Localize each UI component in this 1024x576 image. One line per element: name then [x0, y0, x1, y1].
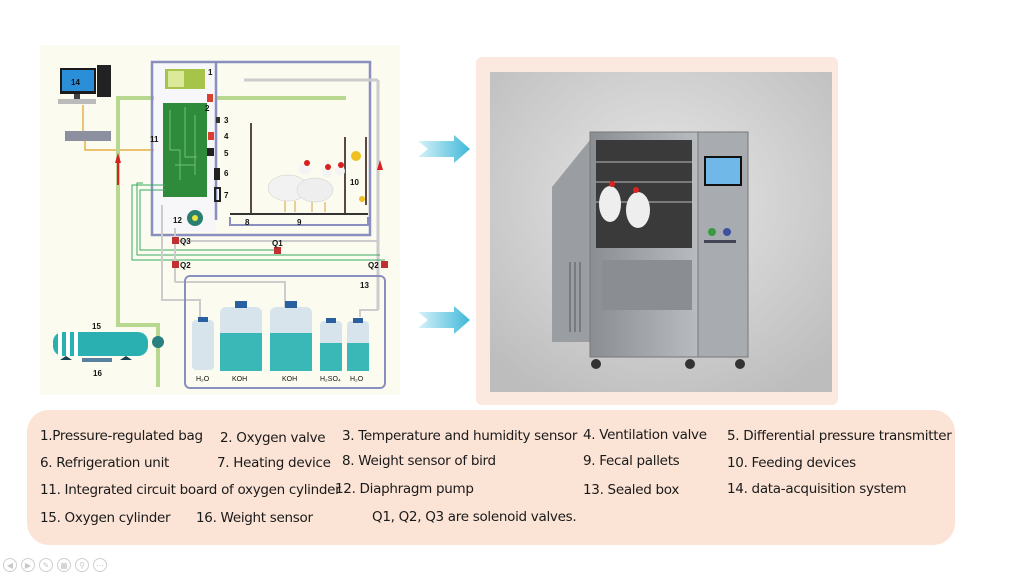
label-q3: Q3 — [180, 237, 191, 246]
zoom-icon[interactable]: ⚲ — [75, 558, 89, 572]
slideshow-toolbar: ◀ ▶ ✎ ▦ ⚲ ⋯ — [3, 558, 107, 574]
label-3: 3 — [224, 116, 229, 125]
label-10: 10 — [350, 178, 359, 187]
chickens-icon — [267, 160, 345, 212]
more-icon[interactable]: ⋯ — [93, 558, 107, 572]
legend-item: 2. Oxygen valve — [220, 430, 326, 446]
legend-item: 3. Temperature and humidity sensor — [342, 428, 578, 444]
label-16: 16 — [93, 369, 102, 378]
slides-icon[interactable]: ▦ — [57, 558, 71, 572]
bottles-icon — [192, 301, 369, 371]
legend-item: 12. Diaphragm pump — [335, 481, 474, 497]
legend-item: 9. Fecal pallets — [583, 453, 680, 469]
legend-item: Q1, Q2, Q3 are solenoid valves. — [372, 509, 577, 525]
weight-sensor-icon — [82, 358, 112, 362]
legend-item: 10. Feeding devices — [727, 455, 856, 471]
label-q2-left: Q2 — [180, 261, 191, 270]
legend-item: 8. Weight sensor of bird — [342, 453, 496, 469]
legend-item: 11. Integrated circuit board of oxygen c… — [40, 482, 341, 498]
label-7: 7 — [224, 191, 229, 200]
legend-item: 15. Oxygen cylinder — [40, 510, 171, 526]
pen-icon[interactable]: ✎ — [39, 558, 53, 572]
legend-item: 1.Pressure-regulated bag — [40, 428, 203, 444]
legend-item: 7. Heating device — [217, 455, 331, 471]
label-q1: Q1 — [272, 239, 283, 248]
bottle-label-koh-1: KOH — [232, 376, 247, 383]
label-5: 5 — [224, 149, 229, 158]
label-4: 4 — [224, 132, 229, 141]
legend-item: 6. Refrigeration unit — [40, 455, 170, 471]
sealed-box — [184, 275, 386, 389]
label-15: 15 — [92, 322, 101, 331]
label-2: 2 — [205, 104, 210, 113]
bottle-label-h2o: H₂O — [196, 376, 210, 383]
legend-item: 13. Sealed box — [583, 482, 680, 498]
photo-panel — [476, 57, 838, 405]
arrow-right-icon — [418, 306, 470, 334]
network-switch-icon — [65, 131, 111, 141]
label-q2-right: Q2 — [368, 261, 379, 270]
bottle-label-h2so4: H₂SO₄ — [320, 376, 341, 383]
label-1: 1 — [208, 68, 213, 77]
computer-icon — [58, 65, 111, 104]
bottle-label-koh-2: KOH — [282, 376, 297, 383]
respiration-chamber-photo — [490, 72, 832, 392]
respiration-system-diagram: 14 1 11 2 3 4 5 6 7 10 8 9 — [40, 45, 400, 395]
label-8: 8 — [245, 218, 250, 227]
label-12: 12 — [173, 216, 182, 225]
chamber-frame — [150, 60, 372, 237]
legend-box: 1.Pressure-regulated bag 2. Oxygen valve… — [27, 410, 955, 545]
legend-item: 5. Differential pressure transmitter — [727, 428, 952, 444]
label-6: 6 — [224, 169, 229, 178]
legend-item: 14. data-acquisition system — [727, 481, 907, 497]
oxygen-cylinder-icon — [53, 332, 164, 362]
next-icon[interactable]: ▶ — [21, 558, 35, 572]
label-14: 14 — [71, 78, 80, 87]
feeder-icon — [351, 151, 361, 161]
label-9: 9 — [297, 218, 302, 227]
arrow-right-icon — [418, 135, 470, 163]
legend-item: 4. Ventilation valve — [583, 427, 707, 443]
legend-item: 16. Weight sensor — [196, 510, 313, 526]
previous-icon[interactable]: ◀ — [3, 558, 17, 572]
label-11: 11 — [150, 135, 159, 144]
label-13: 13 — [360, 281, 369, 290]
bottle-label-h2o-2: H₂O — [350, 376, 364, 383]
